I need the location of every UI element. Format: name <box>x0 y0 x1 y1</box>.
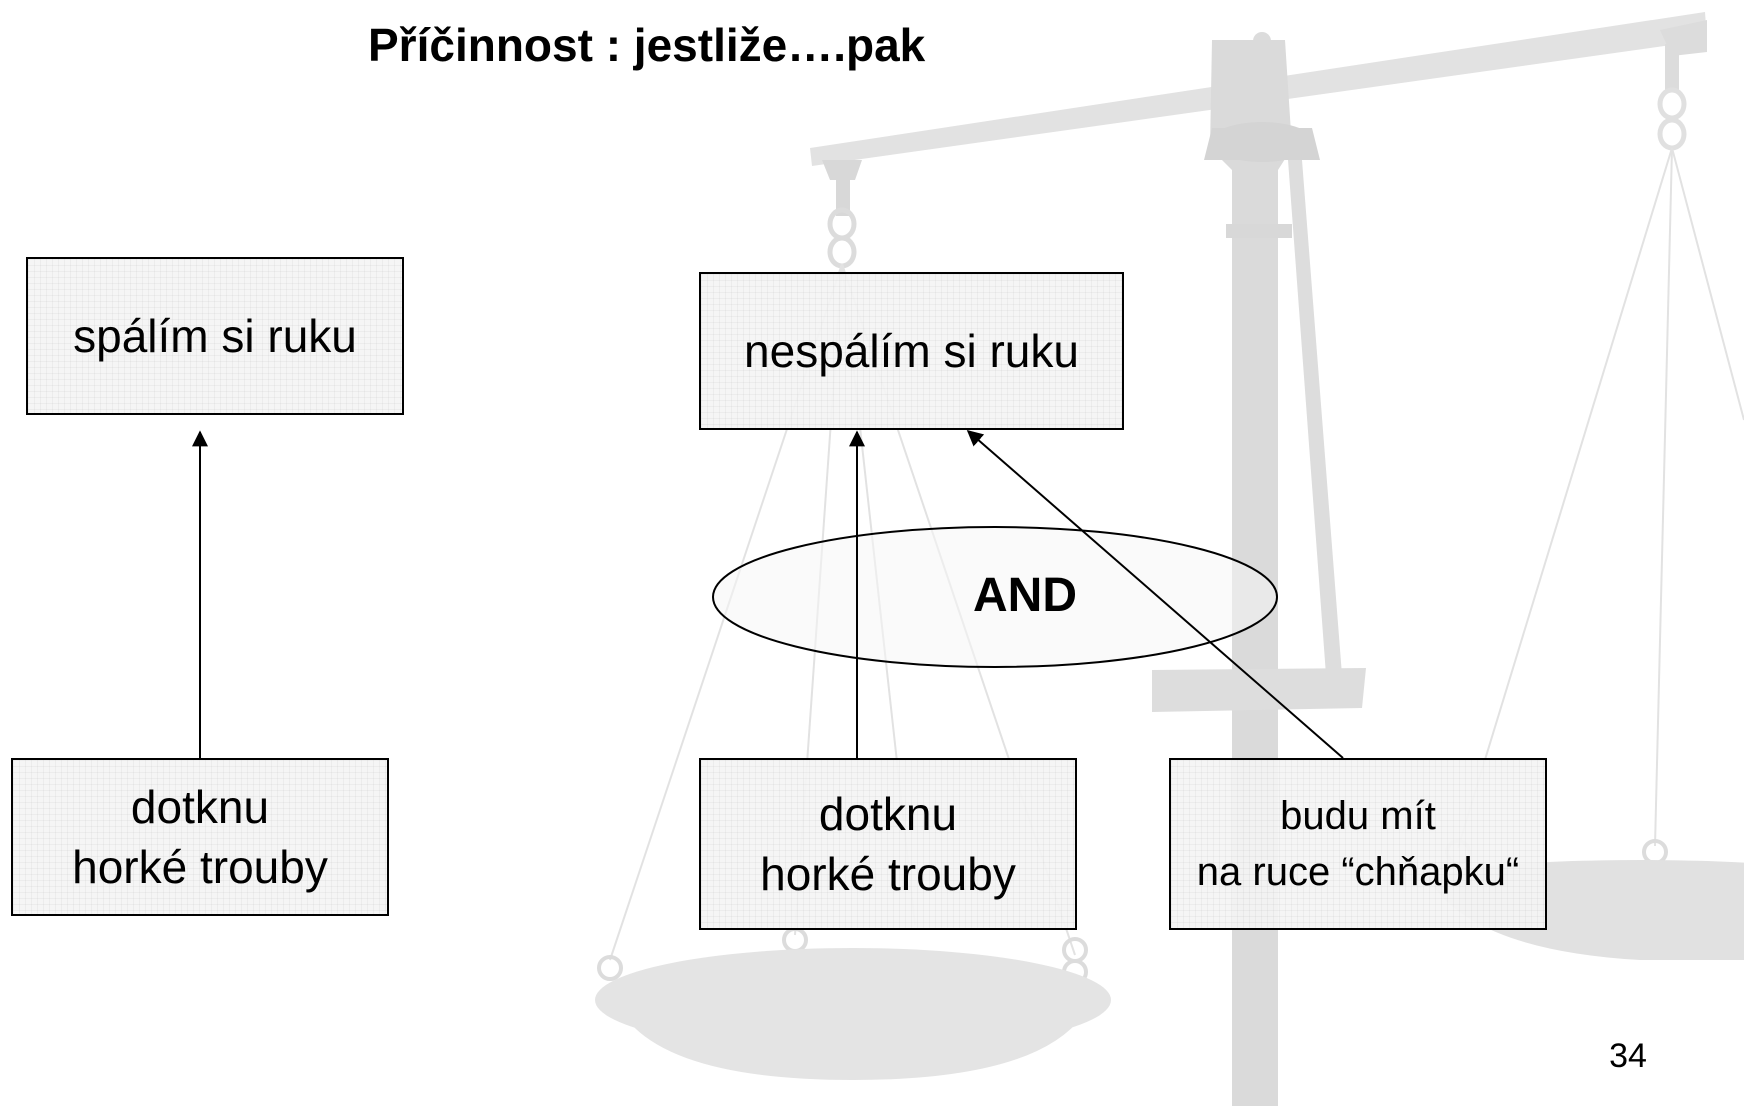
cause-box-touch-oven: dotknu horké trouby <box>699 758 1077 930</box>
slide-title: Příčinnost : jestliže….pak <box>368 19 926 71</box>
cause-label: dotknu horké trouby <box>760 788 1016 900</box>
cause-label: budu mít na ruce “chňapku“ <box>1196 794 1520 894</box>
scale-crossbar <box>1152 668 1366 712</box>
effect-label: nespálím si ruku <box>744 325 1079 377</box>
and-ellipse <box>712 526 1278 668</box>
cause-label: dotknu horké trouby <box>72 781 328 893</box>
cause-box-touch-oven: dotknu horké trouby <box>11 758 389 916</box>
effect-label: spálím si ruku <box>73 310 357 362</box>
page-number: 34 <box>1609 1037 1647 1075</box>
and-operator-label: AND <box>973 569 1077 622</box>
cause-box-oven-mitt: budu mít na ruce “chňapku“ <box>1169 758 1547 930</box>
effect-box-burn-hand: spálím si ruku <box>26 257 404 415</box>
effect-box-no-burn-hand: nespálím si ruku <box>699 272 1124 430</box>
arrow-mitt-to-effect-right <box>966 429 1344 759</box>
